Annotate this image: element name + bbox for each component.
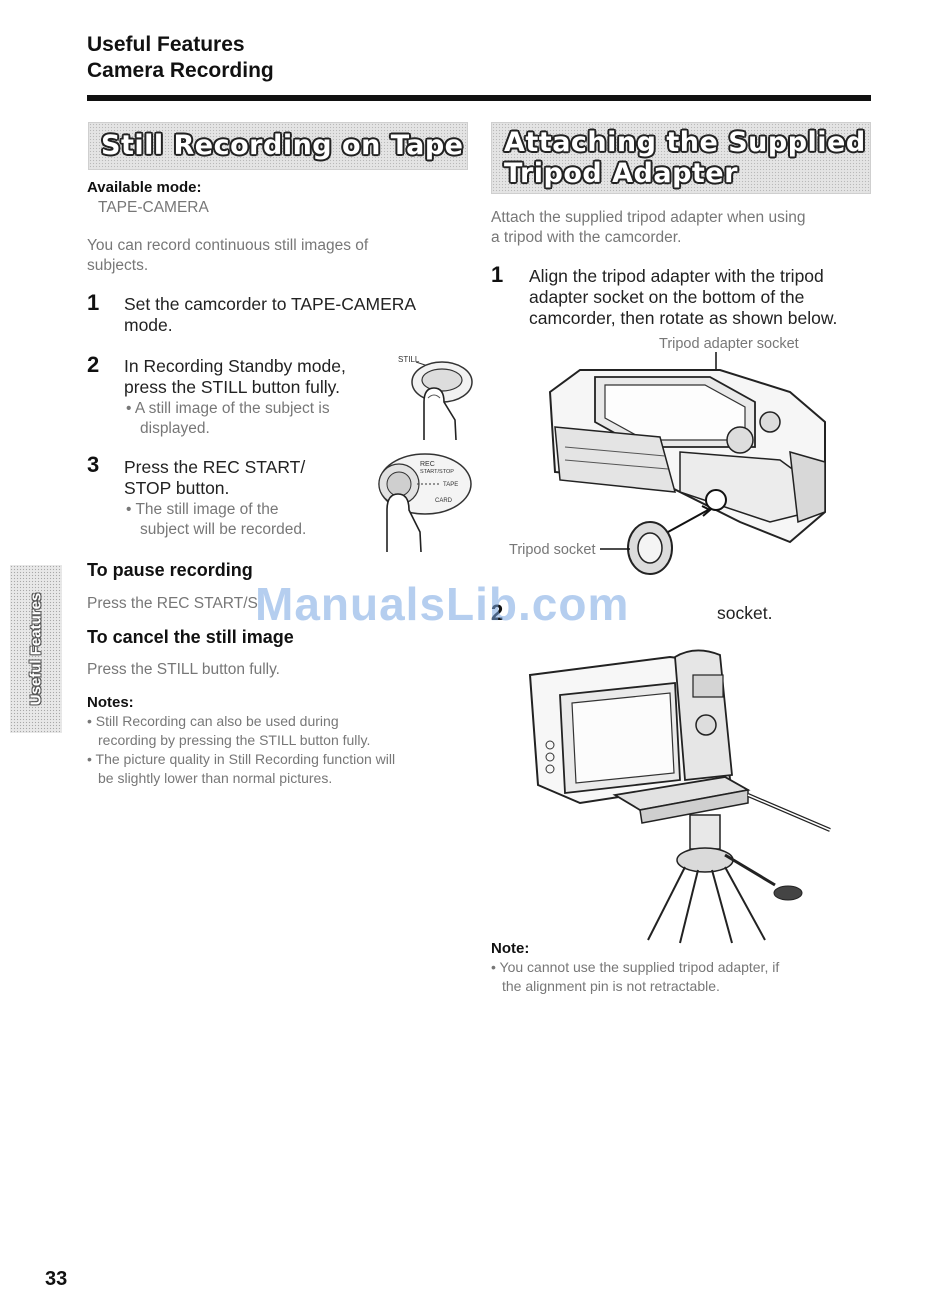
left-step-2-line: In Recording Standby mode, (124, 356, 346, 376)
left-intro-line: You can record continuous still images o… (87, 237, 369, 254)
note-line: • The picture quality in Still Recording… (87, 751, 396, 767)
left-step-3-line: STOP button. (124, 478, 230, 498)
still-recording-banner-title: Still Recording on Tape (101, 130, 464, 161)
right-step-1-line: adapter socket on the bottom of the (529, 287, 805, 307)
right-step-2-number: 2 (491, 600, 504, 625)
watermark: ManualsLib.com (255, 578, 630, 630)
still-button-label: STILL (398, 355, 420, 364)
left-step-2-number: 2 (87, 352, 100, 377)
camcorder-on-tripod-illustration (528, 649, 831, 944)
tripod-adapter-banner: Attaching the Supplied Tripod Adapter (491, 122, 871, 194)
still-recording-banner: Still Recording on Tape (88, 122, 468, 170)
card-label: CARD (435, 498, 453, 504)
right-step-1-number: 1 (491, 262, 504, 287)
still-button-figure: STILL (398, 355, 473, 441)
left-step-1-line: Set the camcorder to TAPE-CAMERA (124, 294, 417, 314)
left-step-3-line: Press the REC START/ (124, 457, 306, 477)
right-intro-line: a tripod with the camcorder. (491, 229, 682, 246)
left-intro-line: subjects. (87, 257, 149, 274)
left-step-3-bullet-line: subject will be recorded. (140, 521, 307, 538)
left-intro: You can record continuous still images o… (87, 236, 368, 276)
pause-recording-text: Press the REC START/S (87, 595, 258, 612)
note-line: • Still Recording can also be used durin… (87, 713, 339, 729)
left-step-3-text: Press the REC START/ STOP button. (124, 457, 305, 499)
cancel-still-text: Press the STILL button fully. (87, 661, 280, 678)
tripod-adapter-socket-label: Tripod adapter socket (659, 336, 799, 352)
left-step-1-line: mode. (124, 315, 173, 335)
note-line: be slightly lower than normal pictures. (98, 770, 333, 786)
right-step-2-text: socket. (717, 603, 773, 623)
tripod-adapter-banner-line2: Tripod Adapter (504, 158, 738, 189)
tripod-socket-label: Tripod socket (509, 542, 596, 558)
left-step-2-text: In Recording Standby mode, press the STI… (124, 356, 346, 398)
available-mode-label: Available mode: (87, 179, 202, 196)
camcorder-bottom-illustration (548, 352, 826, 575)
left-step-1-number: 1 (87, 290, 100, 315)
header-rule (87, 95, 871, 101)
running-header: Useful Features Camera Recording (87, 32, 274, 84)
right-note-line: the alignment pin is not retractable. (502, 978, 720, 994)
right-step-1-line: camcorder, then rotate as shown below. (529, 308, 838, 328)
left-step-2-line: press the STILL button fully. (124, 377, 340, 397)
left-step-3-bullet-line: • The still image of the (126, 501, 279, 518)
right-step-1-text: Align the tripod adapter with the tripod… (529, 266, 837, 329)
page-number: 33 (45, 1268, 68, 1290)
left-step-3-bullet: • The still image of the subject will be… (126, 500, 306, 540)
right-intro-line: Attach the supplied tripod adapter when … (491, 209, 806, 226)
note-item: • Still Recording can also be used durin… (87, 712, 395, 750)
subsection-title: Camera Recording (87, 59, 274, 82)
available-mode-value: TAPE-CAMERA (98, 199, 209, 216)
right-note: • You cannot use the supplied tripod ada… (491, 958, 779, 996)
startstop-label: START/STOP (420, 469, 454, 475)
right-note-line: • You cannot use the supplied tripod ada… (491, 959, 780, 975)
tape-label: TAPE (443, 482, 458, 488)
right-step-1-line: Align the tripod adapter with the tripod (529, 266, 824, 286)
rec-label: REC (420, 461, 435, 468)
left-step-1-text: Set the camcorder to TAPE-CAMERA mode. (124, 294, 416, 336)
note-item: • The picture quality in Still Recording… (87, 750, 395, 788)
right-note-label: Note: (491, 940, 530, 957)
rec-button-figure: REC START/STOP TAPE CARD (378, 453, 472, 553)
left-step-2-bullet-line: displayed. (140, 420, 210, 437)
tripod-adapter-banner-line1: Attaching the Supplied (504, 127, 866, 158)
notes-list: • Still Recording can also be used durin… (87, 712, 395, 788)
side-tab-label: Useful Features (27, 592, 45, 706)
left-step-3-number: 3 (87, 452, 100, 477)
notes-label: Notes: (87, 694, 134, 711)
side-tab-useful-features: Useful Features (10, 565, 62, 733)
right-intro: Attach the supplied tripod adapter when … (491, 208, 806, 248)
left-step-2-bullet-line: • A still image of the subject is (126, 400, 330, 417)
left-step-2-bullet: • A still image of the subject is displa… (126, 399, 330, 439)
cancel-still-heading: To cancel the still image (87, 627, 294, 647)
note-line: recording by pressing the STILL button f… (98, 732, 371, 748)
pause-recording-heading: To pause recording (87, 560, 253, 580)
section-title: Useful Features (87, 33, 245, 56)
